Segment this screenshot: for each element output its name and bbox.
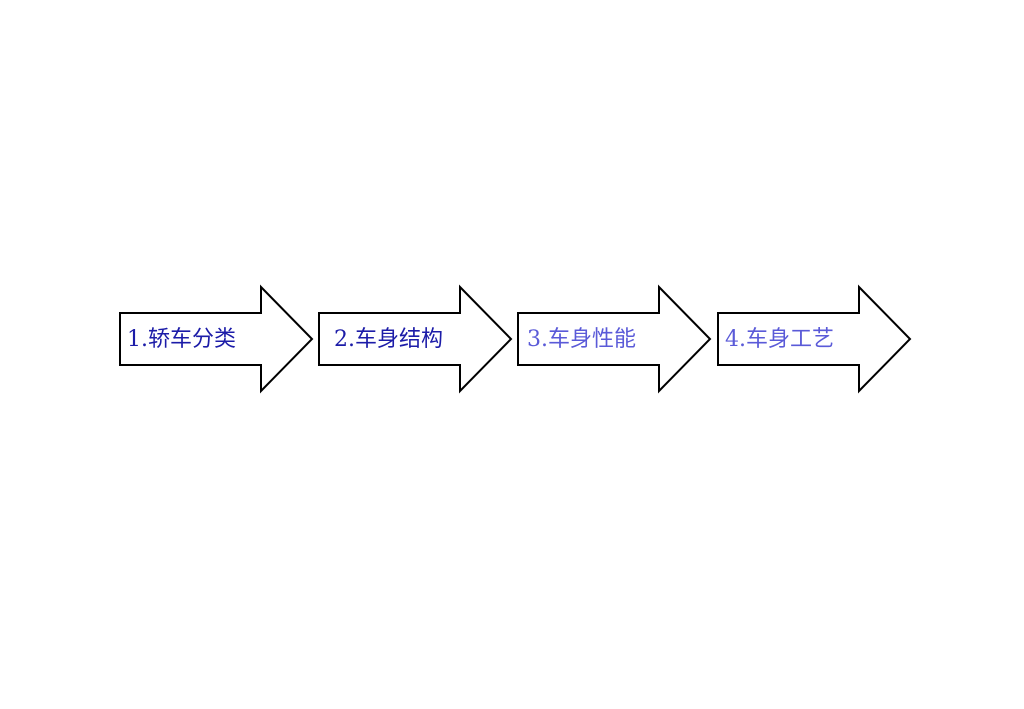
- step-arrow-3[interactable]: 3.车身性能: [517, 284, 712, 394]
- step-arrow-4[interactable]: 4.车身工艺: [717, 284, 912, 394]
- arrow-shape-2: [318, 284, 513, 394]
- step-label-1: 1.轿车分类: [127, 327, 236, 352]
- step-label-4: 4.车身工艺: [725, 327, 834, 352]
- step-arrow-1[interactable]: 1.轿车分类: [119, 284, 314, 394]
- step-arrow-2[interactable]: 2.车身结构: [318, 284, 513, 394]
- arrow-shape-3: [517, 284, 712, 394]
- step-label-3: 3.车身性能: [527, 327, 636, 352]
- arrow-shape-1: [119, 284, 314, 394]
- arrow-shape-4: [717, 284, 912, 394]
- step-label-2: 2.车身结构: [334, 327, 443, 352]
